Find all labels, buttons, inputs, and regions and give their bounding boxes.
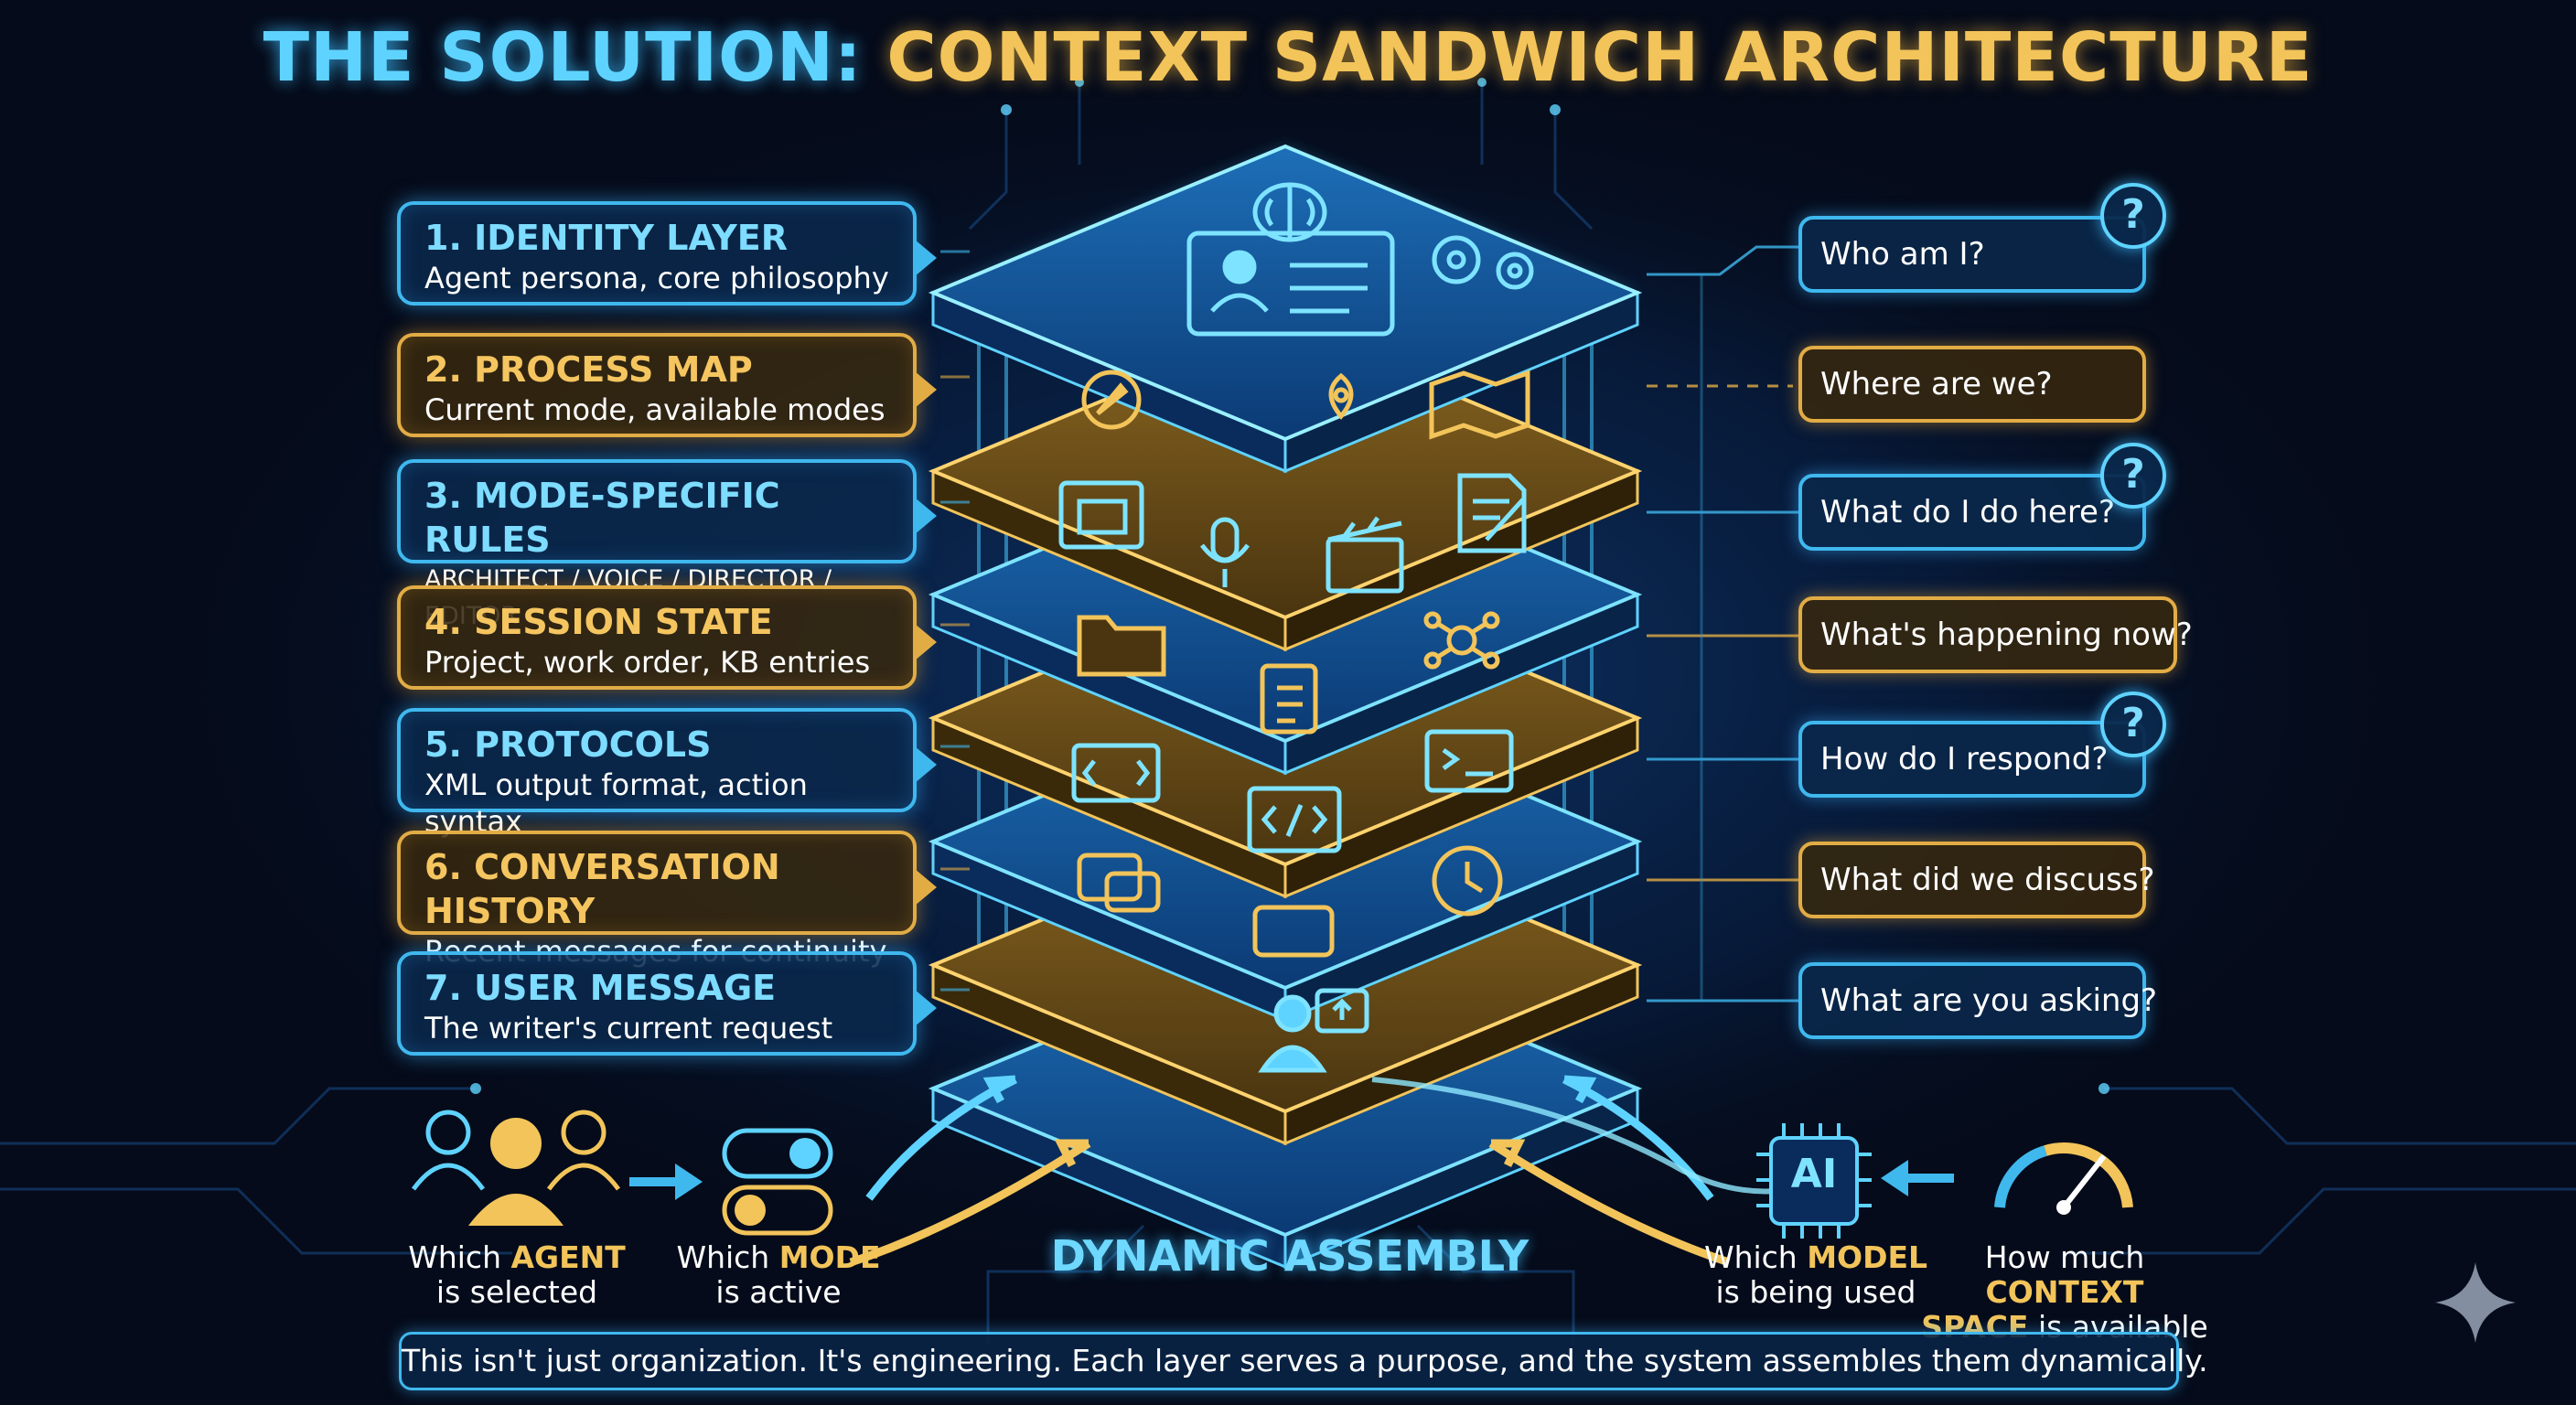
brain-icon — [1252, 182, 1327, 242]
database-icon — [1423, 611, 1500, 670]
compass-icon — [1081, 370, 1142, 430]
input-highlight: CONTEXT — [1985, 1274, 2144, 1310]
map-pin-icon — [1328, 372, 1354, 420]
layer-title: 5. PROTOCOLS — [424, 724, 712, 765]
folder-icon — [1077, 615, 1166, 677]
input-model: Which MODEL is being used — [1701, 1240, 1930, 1310]
ai-chip-label: AI — [1790, 1151, 1838, 1197]
clipboard-icon — [1260, 663, 1318, 735]
question-how-do-i-respond: How do I respond? — [1798, 721, 2146, 798]
clock-icon — [1432, 845, 1503, 917]
question-mark-icon: ? — [2100, 692, 2166, 757]
page-title: THE SOLUTION: CONTEXT SANDWICH ARCHITECT… — [0, 18, 2576, 97]
input-highlight: MODE — [778, 1239, 881, 1275]
user-upload-icon — [1258, 988, 1369, 1073]
layer-description: Current mode, available modes — [424, 392, 886, 427]
layer-label-protocols: 5. PROTOCOLS XML output format, action s… — [397, 708, 937, 839]
left-connectors — [940, 250, 970, 992]
question-who-am-i: Who am I? — [1798, 216, 2146, 293]
map-icon — [1429, 370, 1530, 440]
microphone-icon — [1199, 517, 1250, 587]
question-whats-happening: What's happening now? — [1798, 596, 2193, 673]
ai-chip-icon — [1756, 1123, 1872, 1239]
question-what-did-we-discuss: What did we discuss? — [1798, 842, 2155, 918]
layer-title: 4. SESSION STATE — [424, 602, 773, 642]
footer-banner: This isn't just organization. It's engin… — [399, 1332, 2208, 1390]
chat-icon — [1077, 853, 1335, 958]
input-text: How much — [1984, 1239, 2145, 1275]
layer-label-mode-rules: 3. MODE-SPECIFIC RULES ARCHITECT / VOICE… — [397, 459, 937, 630]
input-agent: Which AGENT is selected — [384, 1240, 649, 1310]
code-icon — [1247, 786, 1342, 853]
id-card-icon — [1186, 231, 1395, 337]
layer-title: 7. USER MESSAGE — [424, 968, 777, 1008]
layer-description: Agent persona, core philosophy — [424, 261, 889, 295]
layer-description: The writer's current request — [424, 1011, 833, 1046]
gears-icon — [1432, 235, 1534, 290]
layer-title: 6. CONVERSATION HISTORY — [424, 847, 780, 931]
circuit-traces — [0, 82, 2576, 1345]
clapperboard-icon — [1326, 516, 1404, 594]
input-highlight: MODEL — [1807, 1239, 1928, 1275]
document-edit-icon — [1457, 473, 1527, 553]
toggle-icon — [722, 1128, 833, 1236]
layer-label-conversation-history: 6. CONVERSATION HISTORY Recent messages … — [397, 831, 937, 969]
blueprint-icon — [1058, 480, 1144, 550]
layer-description: Project, work order, KB entries — [424, 645, 871, 680]
sparkle-icon — [2435, 1262, 2516, 1343]
layer-label-session-state: 4. SESSION STATE Project, work order, KB… — [397, 585, 937, 690]
input-highlight: AGENT — [510, 1239, 626, 1275]
input-text: is being used — [1715, 1274, 1916, 1310]
question-mark-icon: ? — [2100, 183, 2166, 249]
layer-label-user-message: 7. USER MESSAGE The writer's current req… — [397, 951, 937, 1056]
question-where-are-we: Where are we? — [1798, 346, 2146, 423]
input-text: Which — [1703, 1239, 1808, 1275]
layer-label-identity: 1. IDENTITY LAYER Agent persona, core ph… — [397, 201, 937, 306]
layer-label-process-map: 2. PROCESS MAP Current mode, available m… — [397, 333, 937, 437]
title-part-1: THE SOLUTION: — [263, 18, 863, 97]
gauge-icon — [1994, 1142, 2133, 1215]
terminal-icon — [1424, 729, 1514, 793]
people-icon — [411, 1110, 621, 1226]
input-mode: Which MODE is active — [655, 1240, 902, 1310]
input-text: Which — [408, 1239, 511, 1275]
input-text: Which — [676, 1239, 779, 1275]
input-text: is selected — [435, 1274, 598, 1310]
markup-icon — [1071, 743, 1161, 803]
connector-lines — [1647, 245, 1798, 1003]
layer-description: XML output format, action syntax — [424, 767, 808, 839]
question-what-do-i-do: What do I do here? — [1798, 474, 2146, 551]
question-what-are-you-asking: What are you asking? — [1798, 962, 2157, 1039]
title-part-2: CONTEXT SANDWICH ARCHITECTURE — [886, 18, 2313, 97]
layer-title: 3. MODE-SPECIFIC RULES — [424, 476, 780, 560]
dynamic-assembly-label: DYNAMIC ASSEMBLY — [1050, 1231, 1530, 1281]
layer-title: 2. PROCESS MAP — [424, 349, 753, 390]
input-text: is active — [715, 1274, 842, 1310]
input-arrows — [849, 1075, 1794, 1267]
layer-icons — [1058, 182, 1534, 1073]
input-context: How much CONTEXT SPACE is available — [1914, 1240, 2216, 1345]
question-mark-icon: ? — [2100, 443, 2166, 509]
layer-title: 1. IDENTITY LAYER — [424, 218, 788, 258]
